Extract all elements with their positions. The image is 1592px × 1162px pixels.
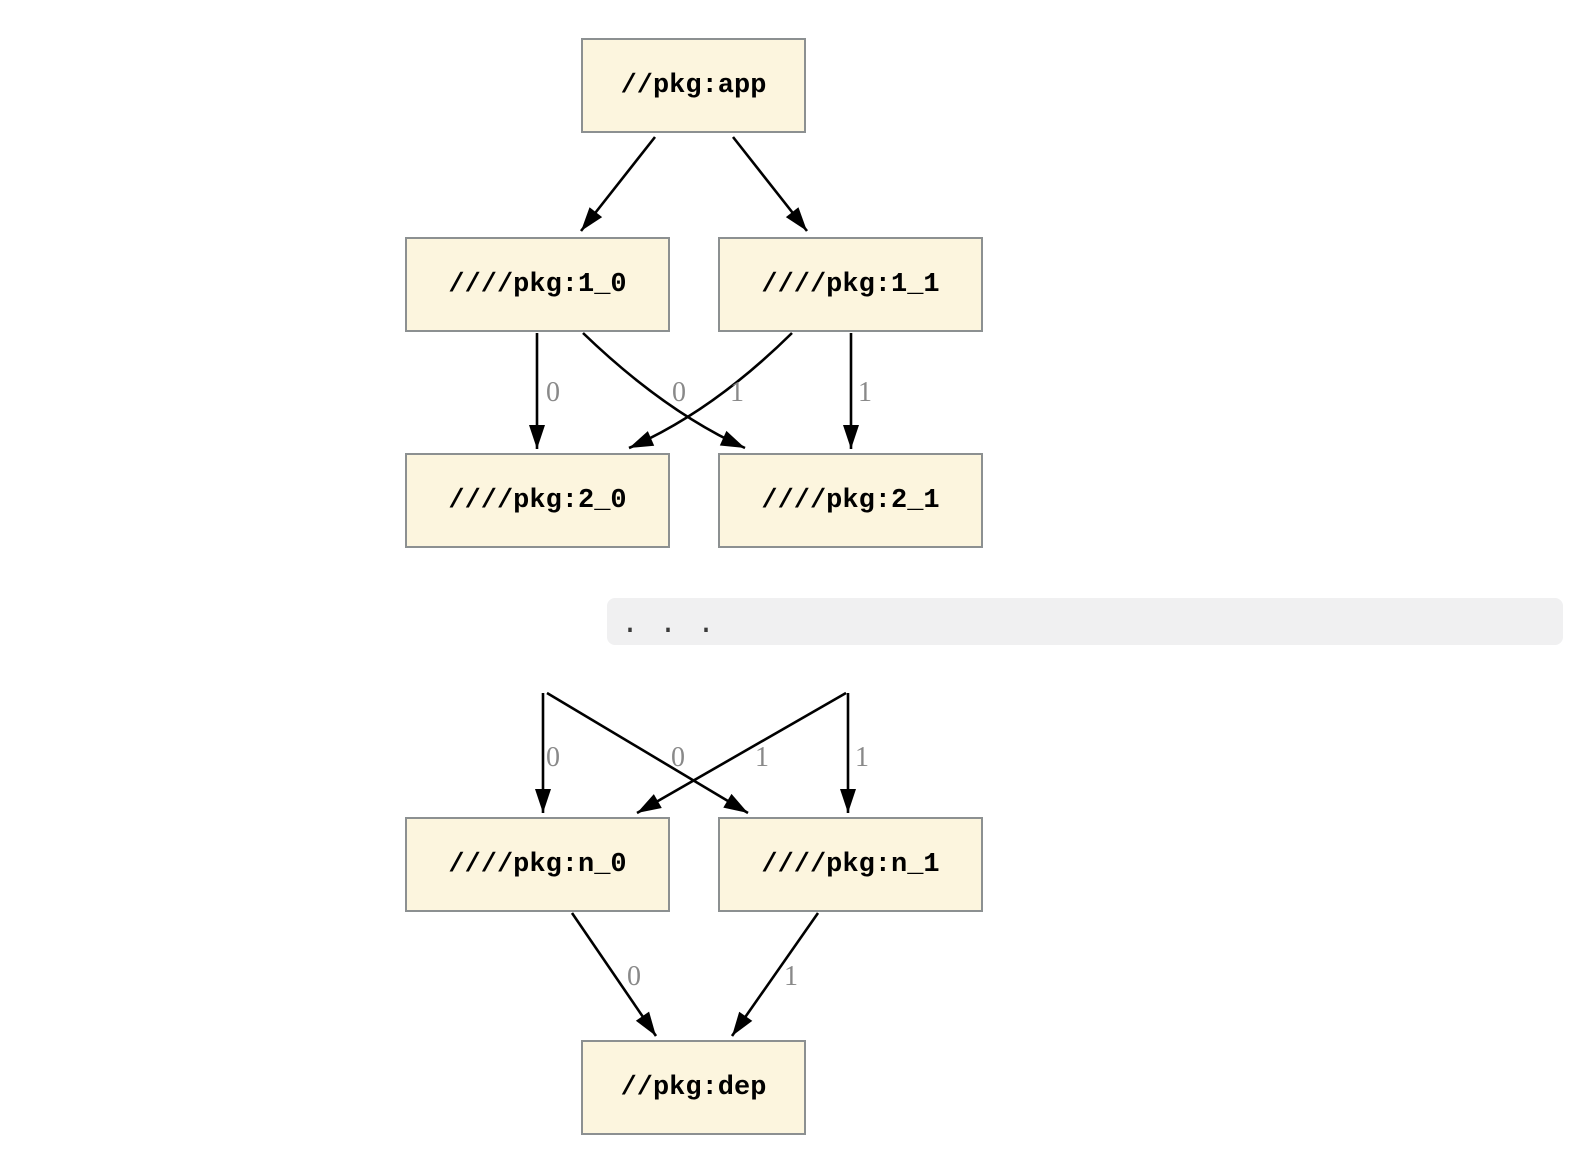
node-pkg-1_1: ////pkg:1_1 [718,237,983,332]
edge-app-to-1_0 [579,136,657,232]
edge-elided-right-to-n_0 [636,691,847,815]
node-pkg-dep: //pkg:dep [581,1040,806,1135]
edge-n_0-to-dep [570,912,658,1037]
edge-1_1-to-2_0 [628,332,793,450]
node-pkg-2_0: ////pkg:2_0 [405,453,670,548]
edge-label-n_0-to-dep: 0 [627,961,641,992]
node-pkg-app: //pkg:app [581,38,806,133]
edge-label-n_1-to-dep: 1 [784,961,798,992]
node-pkg-n_1: ////pkg:n_1 [718,817,983,912]
ellipsis-text: . . . [621,608,717,642]
edge-label-1_0-to-2_1: 0 [672,377,686,408]
node-pkg-1_0: ////pkg:1_0 [405,237,670,332]
edge-elided-left-to-n_1 [546,691,749,815]
edge-label-elided-to-n_0-right: 1 [755,742,769,773]
edge-n_1-to-dep [730,912,820,1037]
edge-label-1_1-to-2_0: 1 [730,377,744,408]
elided-levels-band: . . . [607,598,1563,645]
edge-1_0-to-2_1 [582,332,746,450]
edge-label-elided-to-n_0-left: 0 [546,742,560,773]
edge-label-1_1-to-2_1: 1 [858,377,872,408]
edge-label-elided-to-n_1-left: 0 [671,742,685,773]
edge-app-to-1_1 [731,136,809,232]
edge-label-1_0-to-2_0: 0 [546,377,560,408]
node-pkg-n_0: ////pkg:n_0 [405,817,670,912]
edge-label-elided-to-n_1-right: 1 [855,742,869,773]
node-pkg-2_1: ////pkg:2_1 [718,453,983,548]
